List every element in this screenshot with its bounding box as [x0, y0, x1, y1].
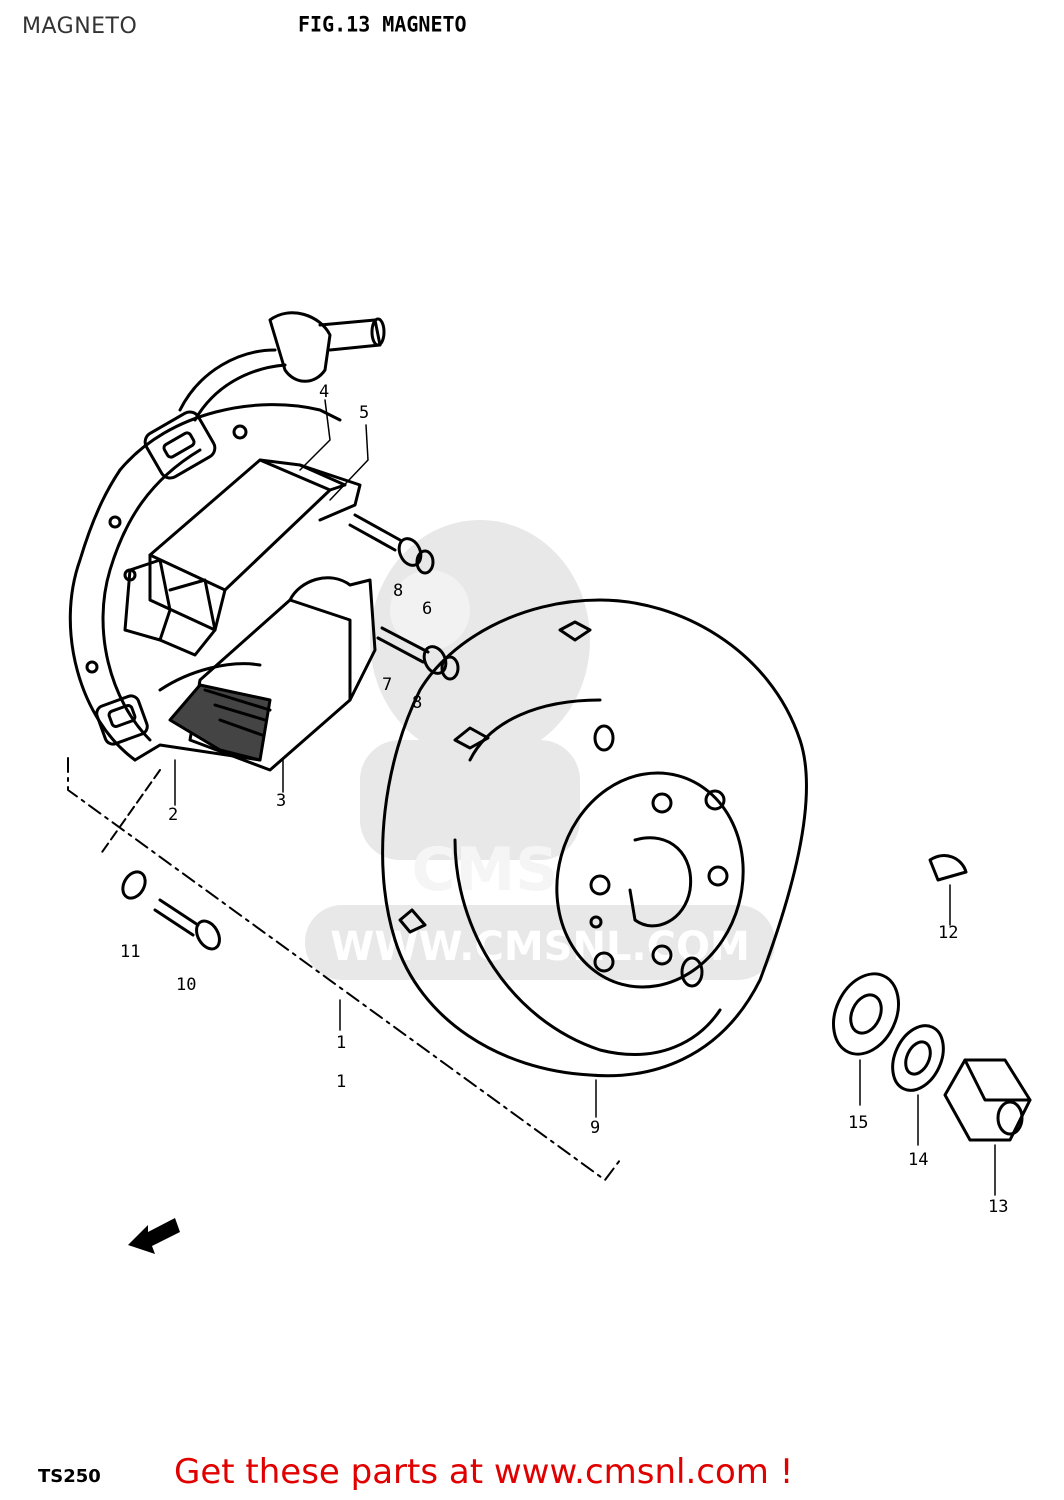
callout-12: 12 [938, 923, 958, 943]
hex-nut [943, 1058, 1032, 1142]
callout-13: 13 [988, 1197, 1008, 1217]
callout-1a: 1 [336, 1033, 346, 1053]
page-label: MAGNETO [22, 14, 138, 39]
lighting-coil [168, 576, 377, 772]
callout-15: 15 [848, 1113, 868, 1133]
callout-3: 3 [276, 791, 286, 811]
screw-upper [348, 513, 435, 575]
callout-8a: 8 [393, 581, 403, 601]
screw-10 [153, 898, 221, 951]
leader-lines [174, 399, 996, 1196]
model-label: TS250 [38, 1466, 101, 1487]
callout-14: 14 [908, 1150, 928, 1170]
assembly-bracket [67, 757, 621, 1181]
promo-link[interactable]: Get these parts at www.cmsnl.com ! [174, 1452, 794, 1492]
callout-numbers: 4 5 8 6 7 8 2 3 11 10 1 1 9 12 15 14 13 [120, 382, 1008, 1217]
callout-7: 7 [382, 675, 392, 695]
watermark-url: WWW.CMSNL.COM [330, 924, 750, 970]
callout-1b: 1 [336, 1072, 346, 1092]
callout-5: 5 [359, 403, 369, 423]
callout-11: 11 [120, 942, 140, 962]
flat-washer [832, 972, 900, 1056]
callout-9: 9 [590, 1118, 600, 1138]
lock-washer [891, 1024, 945, 1092]
watermark: CMS WWW.CMSNL.COM [305, 520, 775, 980]
wire-harness [178, 311, 386, 422]
callout-8b: 8 [412, 693, 422, 713]
small-washer [121, 870, 147, 900]
callout-2: 2 [168, 805, 178, 825]
watermark-logo: CMS [412, 835, 559, 905]
ignition-coil [123, 458, 362, 657]
woodruff-key [928, 854, 968, 882]
callout-10: 10 [176, 975, 196, 995]
figure-title: FIG.13 MAGNETO [298, 11, 467, 37]
flywheel-rotor [381, 598, 808, 1078]
fwd-arrow-icon [128, 1218, 180, 1254]
callout-4: 4 [319, 382, 329, 402]
screw-lower [376, 626, 460, 681]
callout-6: 6 [422, 599, 432, 619]
